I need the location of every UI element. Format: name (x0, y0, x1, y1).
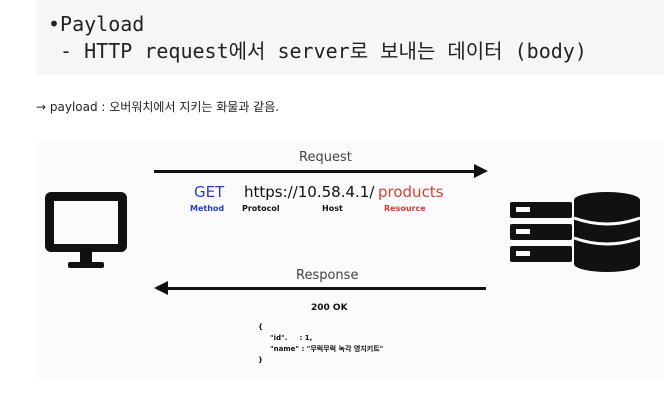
request-arrow-line (154, 170, 476, 173)
request-label: Request (299, 150, 352, 165)
json-id-line: "id". : 1, (270, 334, 313, 342)
response-arrow-line (168, 287, 486, 290)
url-resource: products (378, 183, 444, 201)
url-protocol-host: https://10.58.4.1/ (244, 183, 375, 201)
response-label: Response (296, 268, 359, 283)
json-close-brace: } (258, 356, 263, 364)
request-arrow-head (474, 164, 488, 178)
database-icon (510, 192, 641, 272)
json-open-brace: { (258, 323, 263, 331)
resource-caption: Resource (384, 204, 426, 213)
bullet-description: - HTTP request에서 server로 보내는 데이터 (body) (48, 39, 587, 63)
method-caption: Method (190, 204, 225, 213)
json-name-line: "name" : "무럭무럭 녹각 영지키트" (270, 345, 384, 353)
response-arrow-head (154, 281, 168, 295)
http-diagram: Request GET https://10.58.4.1/ products … (36, 140, 664, 380)
url-method: GET (194, 183, 225, 201)
payload-definition-box: •Payload - HTTP request에서 server로 보내는 데이… (36, 0, 664, 75)
protocol-caption: Protocol (242, 204, 280, 213)
host-caption: Host (322, 204, 343, 213)
status-text: 200 OK (311, 303, 348, 313)
bullet-title: •Payload (48, 12, 145, 36)
monitor-icon (45, 192, 127, 268)
payload-note: → payload : 오버워치에서 지키는 화물과 같음. (36, 100, 280, 114)
